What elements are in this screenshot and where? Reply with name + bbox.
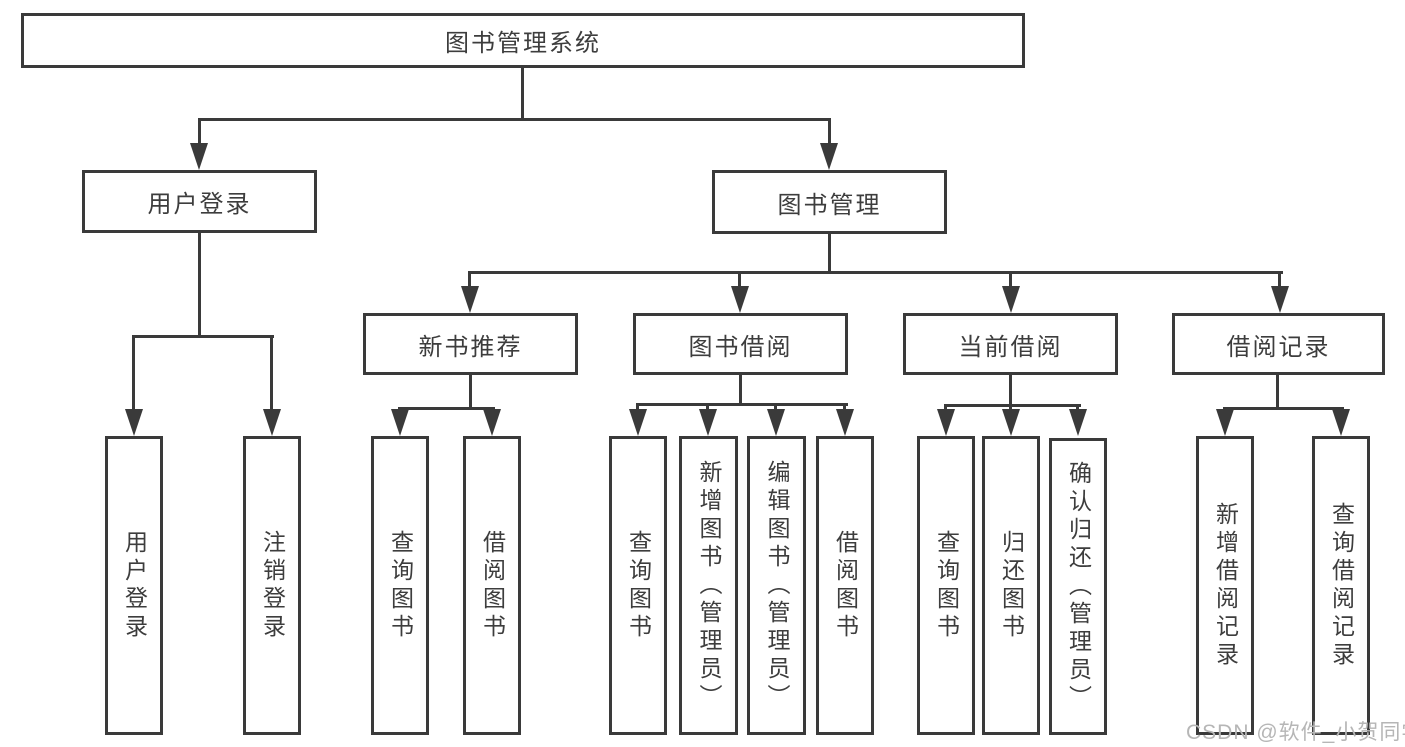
arrow-down-icon — [836, 409, 854, 436]
connector-line — [1276, 375, 1279, 410]
node-borrowing-records: 借阅记录 — [1172, 313, 1385, 375]
connector-line — [468, 271, 1283, 274]
arrow-down-icon — [629, 409, 647, 436]
connector-line — [1278, 271, 1281, 289]
node-current-borrowing: 当前借阅 — [903, 313, 1118, 375]
connector-line — [1009, 375, 1012, 407]
connector-line — [706, 403, 709, 411]
node-borrow-books-1: 借阅图书 — [463, 436, 521, 735]
node-query-borrow-record: 查询借阅记录 — [1312, 436, 1370, 735]
connector-line — [270, 335, 273, 411]
arrow-down-icon — [699, 409, 717, 436]
csdn-watermark: CSDN @软件_小贺同学 — [1186, 721, 1405, 744]
arrow-down-icon — [1216, 409, 1234, 436]
connector-line — [738, 271, 741, 289]
arrow-down-icon — [461, 286, 479, 313]
connector-line — [132, 335, 274, 338]
arrow-down-icon — [125, 409, 143, 436]
arrow-down-icon — [1332, 409, 1350, 436]
node-new-book-recommendation: 新书推荐 — [363, 313, 578, 375]
connector-line — [1076, 404, 1079, 411]
node-borrow-books-2: 借阅图书 — [816, 436, 874, 735]
connector-line — [468, 271, 471, 289]
node-user-login: 用户登录 — [82, 170, 317, 233]
node-book-borrowing: 图书借阅 — [633, 313, 848, 375]
connector-line — [198, 118, 831, 121]
node-query-books-2: 查询图书 — [609, 436, 667, 735]
arrow-down-icon — [483, 409, 501, 436]
node-add-book-admin: 新增图书（管理员） — [679, 436, 738, 735]
connector-line — [944, 404, 947, 411]
connector-line — [1009, 271, 1012, 289]
connector-line — [828, 234, 831, 274]
arrow-down-icon — [190, 143, 208, 170]
connector-line — [521, 68, 524, 118]
arrow-down-icon — [1002, 286, 1020, 313]
arrow-down-icon — [263, 409, 281, 436]
connector-line — [132, 335, 135, 411]
connector-line — [469, 375, 472, 410]
connector-line — [1223, 407, 1344, 410]
connector-line — [944, 404, 1081, 407]
node-add-borrow-record: 新增借阅记录 — [1196, 436, 1254, 735]
connector-line — [843, 403, 846, 411]
node-book-management: 图书管理 — [712, 170, 947, 234]
node-edit-book-admin: 编辑图书（管理员） — [747, 436, 806, 735]
node-confirm-return-admin: 确认归还（管理员） — [1049, 438, 1107, 735]
arrow-down-icon — [1271, 286, 1289, 313]
node-logout-leaf: 注销登录 — [243, 436, 301, 735]
arrow-down-icon — [391, 409, 409, 436]
node-library-management-system: 图书管理系统 — [21, 13, 1025, 68]
arrow-down-icon — [1002, 409, 1020, 436]
arrow-down-icon — [937, 409, 955, 436]
connector-line — [1009, 404, 1012, 411]
connector-line — [828, 118, 831, 146]
connector-line — [198, 233, 201, 337]
arrow-down-icon — [767, 409, 785, 436]
node-return-book: 归还图书 — [982, 436, 1040, 735]
node-query-books-1: 查询图书 — [371, 436, 429, 735]
arrow-down-icon — [731, 286, 749, 313]
node-user-login-leaf: 用户登录 — [105, 436, 163, 735]
connector-line — [198, 118, 201, 146]
connector-line — [636, 403, 848, 406]
connector-line — [739, 375, 742, 406]
connector-line — [774, 403, 777, 411]
node-query-books-3: 查询图书 — [917, 436, 975, 735]
arrow-down-icon — [1069, 409, 1087, 436]
arrow-down-icon — [820, 143, 838, 170]
connector-line — [398, 407, 495, 410]
connector-line — [636, 403, 639, 411]
